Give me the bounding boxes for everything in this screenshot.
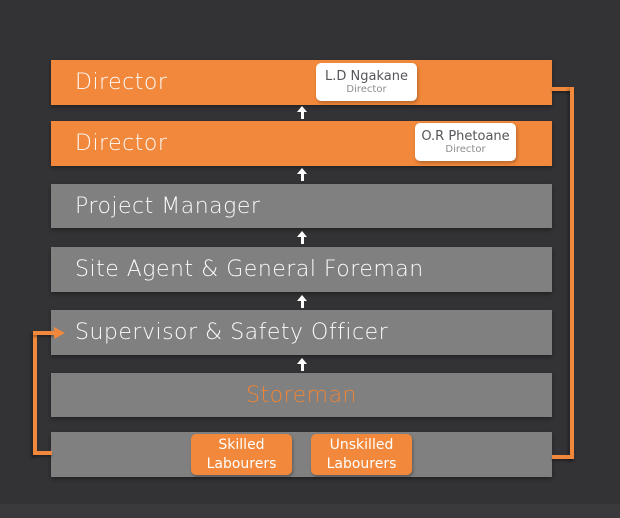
up-arrow-icon <box>297 231 307 244</box>
labour-badge-skilled: Skilled Labourers <box>191 434 292 475</box>
name-badge-ld-ngakane: L.D Ngakane Director <box>316 63 417 101</box>
bar-label: Storeman <box>245 382 357 408</box>
up-arrow-icon <box>297 106 307 119</box>
badge-title: Director <box>346 83 387 95</box>
arrow-stem <box>300 174 304 181</box>
arrow-head <box>297 295 307 301</box>
up-arrow-icon <box>297 168 307 181</box>
arrow-head <box>297 358 307 364</box>
arrow-head <box>297 168 307 174</box>
labour-badge-unskilled: Unskilled Labourers <box>311 434 412 475</box>
connector-left-vertical <box>33 331 37 455</box>
badge-name: L.D Ngakane <box>325 68 408 84</box>
badge-name: O.R Phetoane <box>421 128 510 144</box>
arrow-stem <box>300 301 304 308</box>
bar-label: Director <box>75 131 168 156</box>
connector-right-bottom <box>552 455 574 459</box>
name-badge-or-phetoane: O.R Phetoane Director <box>415 123 516 161</box>
arrow-stem <box>300 112 304 119</box>
bar-label: Director <box>75 70 168 95</box>
connector-left-bottom <box>33 451 52 455</box>
arrow-head <box>297 231 307 237</box>
connector-arrowhead-icon <box>54 327 65 339</box>
connector-right-top <box>552 87 574 91</box>
up-arrow-icon <box>297 358 307 371</box>
arrow-head <box>297 106 307 112</box>
org-bar-labourers: Skilled Labourers Unskilled Labourers <box>51 432 552 477</box>
arrow-stem <box>300 237 304 244</box>
up-arrow-icon <box>297 295 307 308</box>
badge-title: Director <box>445 143 486 155</box>
bottom-strip <box>0 504 620 518</box>
org-bar-director-2: Director O.R Phetoane Director <box>51 121 552 166</box>
bar-label: Project Manager <box>75 193 261 219</box>
bar-label: Site Agent & General Foreman <box>75 257 424 282</box>
bar-label: Supervisor & Safety Officer <box>75 320 389 345</box>
org-bar-supervisor: Supervisor & Safety Officer <box>51 310 552 355</box>
org-bar-project-manager: Project Manager <box>51 184 552 228</box>
labour-badges: Skilled Labourers Unskilled Labourers <box>51 432 552 477</box>
org-bar-director-1: Director L.D Ngakane Director <box>51 60 552 105</box>
connector-left-top <box>33 331 55 335</box>
org-bar-storeman: Storeman <box>51 373 552 417</box>
org-bar-site-agent: Site Agent & General Foreman <box>51 247 552 292</box>
arrow-stem <box>300 364 304 371</box>
connector-right-vertical <box>570 87 574 459</box>
